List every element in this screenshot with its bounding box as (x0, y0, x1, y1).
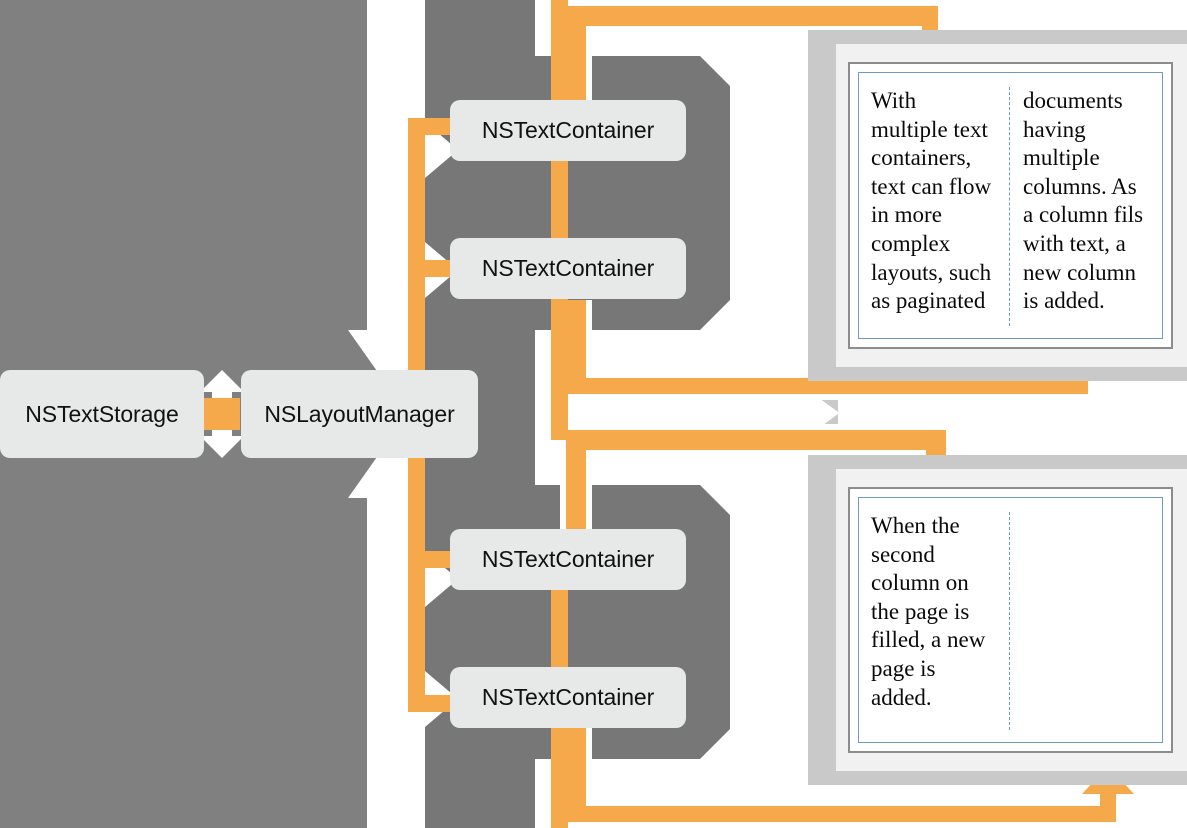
text-line: with text, a (1023, 230, 1126, 256)
node-nstextcontainer-2[interactable]: NSTextContainer (450, 238, 686, 299)
page-one: With multiple text containers,text can flo… (808, 30, 1187, 381)
text-line: in more (871, 202, 942, 228)
page-one-frame: With multiple text containers,text can flo… (848, 62, 1173, 349)
node-nstextcontainer-4-label: NSTextContainer (481, 684, 655, 710)
page-two-column-right (1009, 512, 1150, 730)
text-line: multiple (1023, 145, 1100, 171)
text-line: filled, a new (871, 627, 986, 653)
text-line: a column fils (1023, 202, 1144, 228)
node-nstextstorage[interactable]: NSTextStorage (0, 370, 204, 458)
text-line: With (871, 88, 917, 113)
arrow-container-to-page-one (560, 0, 968, 160)
node-nstextcontainer-4[interactable]: NSTextContainer (450, 667, 686, 728)
text-line: as paginated (871, 288, 986, 314)
text-line: having (1023, 116, 1086, 142)
text-line: complex (871, 230, 951, 256)
text-line: containers, (871, 145, 972, 171)
node-nstextcontainer-3[interactable]: NSTextContainer (450, 529, 686, 590)
page-one-column-left: With multiple text containers,text can flo… (871, 87, 1009, 326)
text-line: added. (871, 684, 932, 710)
text-line: documents (1023, 88, 1123, 113)
node-nstextstorage-label: NSTextStorage (25, 400, 179, 427)
text-line: the page is (871, 598, 970, 624)
node-nslayoutmanager-label: NSLayoutManager (264, 400, 455, 427)
arrow-page-two-feedback (560, 728, 1146, 828)
text-line: layouts, such (871, 259, 992, 285)
page-one-text-area: With multiple text containers,text can flo… (858, 72, 1163, 339)
text-line: multiple text (871, 116, 988, 142)
node-nstextcontainer-2-label: NSTextContainer (481, 255, 655, 281)
node-nstextcontainer-1-label: NSTextContainer (481, 117, 655, 143)
arrow-layoutmanager-containers (408, 118, 463, 712)
arrow-container-to-page-two (560, 424, 976, 590)
orange-stubs (551, 0, 568, 828)
text-line: When the (871, 513, 960, 538)
text-line: column on (871, 570, 969, 596)
text-line: is added. (1023, 288, 1105, 314)
text-line: page is (871, 655, 936, 681)
text-line: new column (1023, 259, 1137, 285)
text-line: columns. As (1023, 173, 1137, 199)
node-nstextcontainer-3-label: NSTextContainer (481, 546, 655, 572)
text-line: second (871, 541, 935, 567)
arrow-storage-layoutmanager (200, 370, 244, 458)
node-nstextcontainer-1[interactable]: NSTextContainer (450, 100, 686, 161)
node-nslayoutmanager[interactable]: NSLayoutManager (241, 370, 478, 458)
text-line: text can flow (871, 173, 992, 199)
